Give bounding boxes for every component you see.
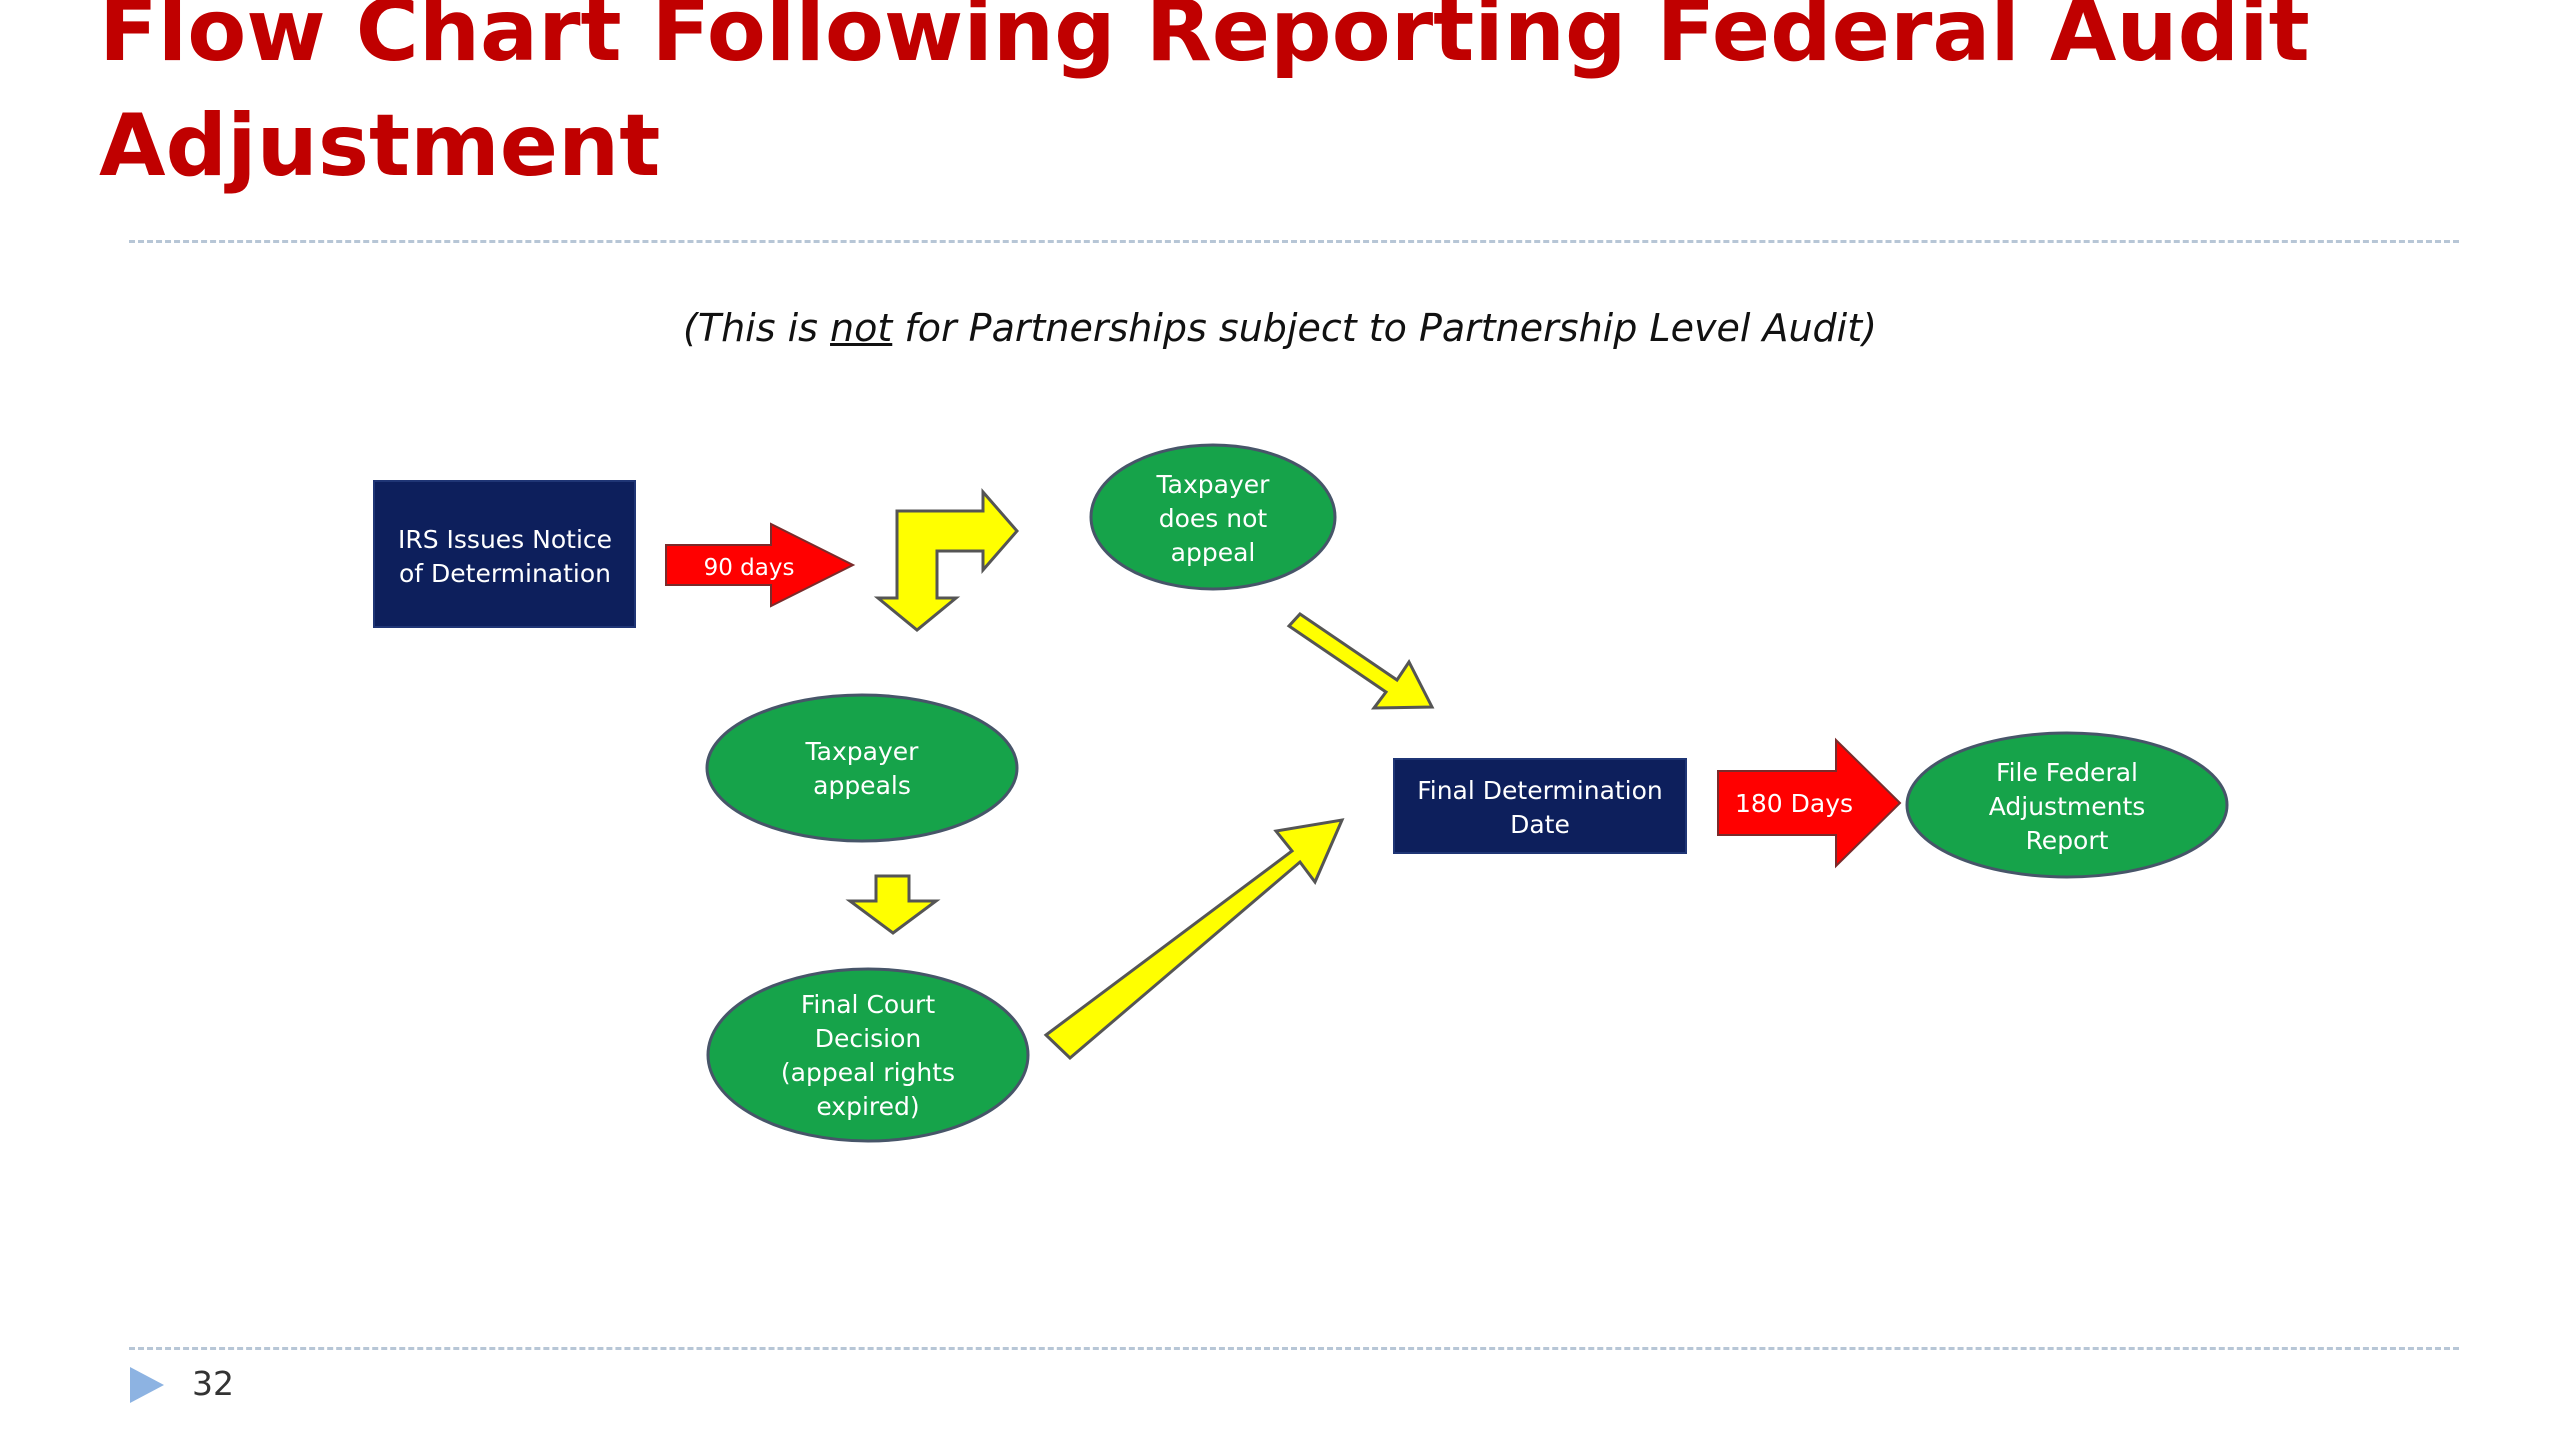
node-file-report-line-1: File Federal [1996,758,2138,787]
arrow-90-days-label: 90 days [704,555,795,581]
arrow-court-to-final [1043,818,1345,1061]
subtitle-open-paren: ( [683,306,698,350]
slide-title-line-1: Flow Chart Following Reporting Federal A… [99,0,2310,81]
node-no-appeal-line-1: Taxpayer [1156,470,1271,499]
node-irs-notice-box [373,480,636,628]
node-no-appeal-line-2: does not [1159,504,1268,533]
node-appeals-ellipse [705,693,1019,843]
top-divider [129,240,2459,243]
node-irs-notice-line-2: of Determination [399,559,611,588]
subtitle: (This is not for Partnerships subject to… [0,303,2560,353]
subtitle-underlined-not: not [830,306,893,350]
node-court-decision-line-1: Final Court [801,990,935,1019]
node-court-decision-line-4: expired) [816,1092,919,1121]
node-court-decision-line-3: (appeal rights [781,1058,955,1087]
arrow-split-bent-shape [873,487,1019,632]
arrow-180-days-label: 180 Days [1735,789,1853,818]
node-final-date-box [1393,758,1687,854]
subtitle-prefix: This is [697,306,831,350]
slide-title: Flow Chart Following Reporting Federal A… [99,0,2479,204]
node-final-date: Final Determination Date [1393,758,1687,854]
node-no-appeal-ellipse [1089,443,1337,591]
node-appeals-line-1: Taxpayer [805,737,920,766]
subtitle-suffix: for Partnerships subject to Partnership … [892,306,1863,350]
node-appeals-line-2: appeals [813,771,911,800]
subtitle-close-paren: ) [1862,306,1877,350]
node-appeals: Taxpayer appeals [705,693,1019,843]
arrow-no-appeal-to-final [1286,612,1435,710]
node-file-report-line-2: Adjustments [1989,792,2146,821]
node-final-date-line-1: Final Determination [1417,776,1663,805]
arrow-180-days: 180 Days [1717,737,1902,869]
arrow-court-to-final-shape [1043,818,1345,1061]
node-irs-notice: IRS Issues Notice of Determination [373,480,636,628]
arrow-appeals-to-court [845,874,941,935]
arrow-split-bent [873,487,1019,632]
node-file-report: File Federal Adjustments Report [1905,731,2229,879]
node-final-date-line-2: Date [1510,810,1570,839]
arrow-no-appeal-to-final-shape [1286,612,1435,710]
arrow-180-days-shape [1717,737,1902,869]
node-court-decision-line-2: Decision [815,1024,921,1053]
node-file-report-ellipse [1905,731,2229,879]
page-number: 32 [192,1364,234,1403]
arrow-90-days-shape [665,522,856,608]
arrow-appeals-to-court-shape [845,874,941,935]
bottom-divider [129,1347,2459,1350]
slide-title-line-2: Adjustment [99,96,661,196]
node-court-decision-ellipse [706,967,1030,1143]
node-court-decision: Final Court Decision (appeal rights expi… [706,967,1030,1143]
node-irs-notice-line-1: IRS Issues Notice [398,525,612,554]
arrow-90-days: 90 days [665,522,856,608]
node-file-report-line-3: Report [2026,826,2109,855]
node-no-appeal-line-3: appeal [1171,538,1256,567]
play-triangle-icon [130,1367,164,1403]
node-no-appeal: Taxpayer does not appeal [1089,443,1337,591]
